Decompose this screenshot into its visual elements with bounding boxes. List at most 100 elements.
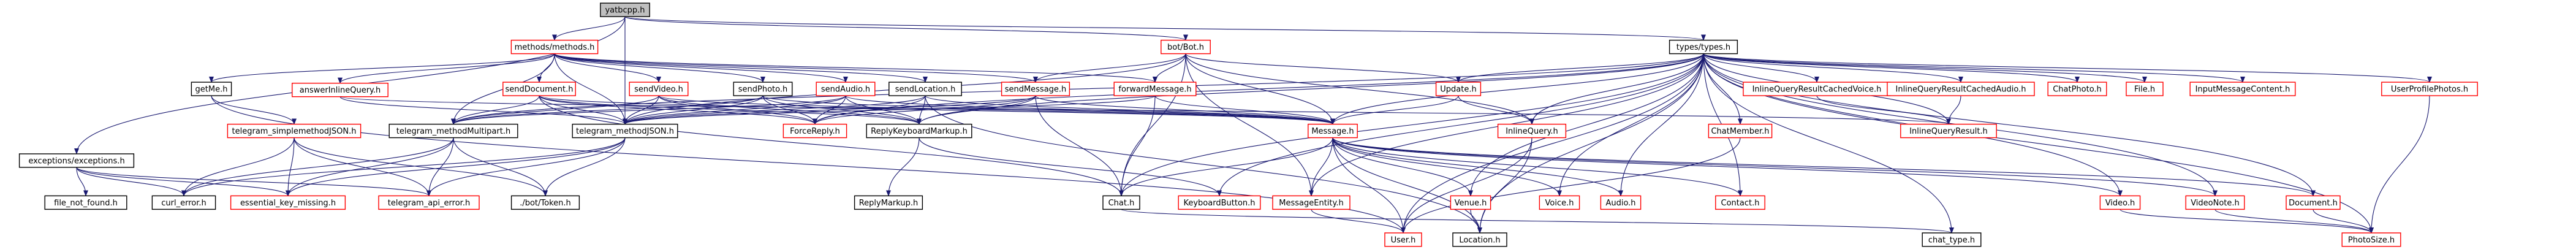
edge-types-to-venue [1468,53,1704,197]
node-fileh[interactable]: File.h [2126,82,2164,96]
node-contact[interactable]: Contact.h [1715,195,1765,210]
node-label: telegram_methodJSON.h [576,127,674,136]
node-box [191,82,232,96]
edge-types-to-keyboardbutton [1217,53,1704,197]
node-label: ./bot/Token.h [520,199,571,208]
edge-types-to-iqrcachedvoice [1703,53,1819,83]
node-label: sendMessage.h [1005,85,1067,94]
edge-bot-to-messageentity [1185,53,1314,197]
edge-exceptions-to-essentialkey [76,167,290,197]
node-exceptions[interactable]: exceptions/exceptions.h [18,153,135,168]
node-answerinline[interactable]: answerInlineQuery.h [292,82,388,97]
edge-answerinline-to-tmethodjson [339,96,627,125]
node-bottoken[interactable]: ./bot/Token.h [510,195,580,210]
node-box [2381,82,2478,96]
node-iqrcachedvoice[interactable]: InlineQueryResultCachedVoice.h [1743,82,1891,96]
node-iqrcachedaudio[interactable]: InlineQueryResultCachedAudio.h [1887,82,2035,96]
node-iqresult[interactable]: InlineQueryResult.h [1900,123,1997,139]
edge-sendvideo-to-tmultipart [451,95,659,125]
node-label: InlineQueryResult.h [1909,127,1988,136]
node-label: yatbcpp.h [605,6,645,15]
node-voice[interactable]: Voice.h [1539,195,1580,210]
node-documenth[interactable]: Document.h [2286,195,2341,210]
node-inlinequery[interactable]: InlineQuery.h [1497,123,1567,139]
edge-tmultipart-to-essentialkey [286,137,454,197]
node-photosize[interactable]: PhotoSize.h [2341,232,2401,247]
node-curlerror[interactable]: curl_error.h [151,195,216,210]
node-types[interactable]: types/types.h [1669,39,1738,55]
node-essentialkey[interactable]: essential_key_missing.h [230,195,346,210]
edge-methods-to-sendvideo [554,53,661,83]
edge-sendmessage-to-forcereply [813,95,1036,125]
edge-types-to-iqrcachedaudio [1703,53,1963,83]
node-sendvideo[interactable]: sendVideo.h [629,82,689,96]
node-forcereply[interactable]: ForceReply.h [782,123,847,139]
node-methods[interactable]: methods/methods.h [510,39,599,55]
node-box [1715,195,1765,210]
node-tmultipart[interactable]: telegram_methodMultipart.h [388,123,518,139]
edge-chath-to-chattype [1121,208,1954,234]
edge-venue-to-locationh [1470,209,1482,234]
node-forwardmessage[interactable]: forwardMessage.h [1113,82,1197,96]
node-audio[interactable]: Audio.h [1600,195,1642,210]
edge-getme-to-tsimplejson [211,95,297,125]
edge-message-to-contact [1332,137,1743,197]
node-label: ForceReply.h [790,127,840,136]
node-sendphoto[interactable]: sendPhoto.h [733,82,793,96]
node-videoh[interactable]: Video.h [2099,195,2141,210]
edge-tmultipart-to-bottoken [453,137,548,197]
node-label: Voice.h [1545,199,1574,208]
node-box [1900,123,1997,139]
edge-types-to-chattype [1703,53,1954,234]
node-senddocument[interactable]: sendDocument.h [502,82,576,96]
node-chatphoto[interactable]: ChatPhoto.h [2047,82,2107,96]
node-box [1600,195,1642,210]
edge-types-to-chath [1119,53,1704,197]
node-replymarkup[interactable]: ReplyMarkup.h [854,195,923,210]
edge-methods-to-sendmessage [554,53,1038,83]
node-update[interactable]: Update.h [1435,82,1482,96]
node-videonote[interactable]: VideoNote.h [2185,195,2245,210]
node-getme[interactable]: getMe.h [191,82,232,96]
node-bot[interactable]: bot/Bot.h [1161,39,1211,55]
node-tapierror[interactable]: telegram_api_error.h [378,195,480,210]
node-keyboardbutton[interactable]: KeyboardButton.h [1178,195,1261,210]
node-sendaudio[interactable]: sendAudio.h [816,82,876,96]
node-label: telegram_api_error.h [388,199,470,208]
node-inputmsgcontent[interactable]: InputMessageContent.h [2189,82,2296,96]
edge-types-to-locationh [1477,53,1704,234]
node-tsimplejson[interactable]: telegram_simplemethodJSON.h [227,123,362,139]
node-box [44,195,127,210]
edge-bot-to-update [1185,53,1461,83]
node-sendmessage[interactable]: sendMessage.h [1001,82,1070,96]
edge-tmethodjson-to-tapierror [426,137,626,197]
node-label: bot/Bot.h [1167,43,1204,52]
node-tmethodjson[interactable]: telegram_methodJSON.h [572,123,678,139]
edge-sendmessage-to-chath [1035,96,1124,197]
edge-sendphoto-to-replykbmarkup [762,95,922,125]
node-userh[interactable]: User.h [1384,232,1422,247]
node-venue[interactable]: Venue.h [1450,195,1491,210]
node-chath[interactable]: Chat.h [1102,195,1140,210]
node-filenotfound[interactable]: file_not_found.h [44,195,127,210]
node-locationh[interactable]: Location.h [1452,232,1507,247]
node-userprofilephotos[interactable]: UserProfilePhotos.h [2381,82,2478,96]
node-sendlocation[interactable]: sendLocation.h [888,82,962,96]
node-message[interactable]: Message.h [1308,123,1358,139]
node-replykbmarkup[interactable]: ReplyKeyboardMarkup.h [866,123,972,139]
edge-yatbcpp-to-bot [624,16,1188,41]
node-messageentity[interactable]: MessageEntity.h [1272,195,1351,210]
node-label: sendAudio.h [821,85,870,94]
node-box [1708,123,1773,139]
node-chattype[interactable]: chat_type.h [1922,232,1982,247]
node-label: VideoNote.h [2191,199,2240,208]
node-chatmember[interactable]: ChatMember.h [1708,123,1773,139]
node-label: getMe.h [195,85,228,94]
node-box [1384,232,1422,247]
edge-bot-to-forwardmessage [1153,53,1186,83]
edge-exceptions-to-tapierror [76,167,431,197]
edge-senddocument-to-replykbmarkup [539,95,922,125]
edge-inlinequery-to-userh [1401,137,1532,234]
edge-sendmessage-to-replykbmarkup [917,95,1036,125]
edge-types-to-documenth [1703,53,2316,197]
